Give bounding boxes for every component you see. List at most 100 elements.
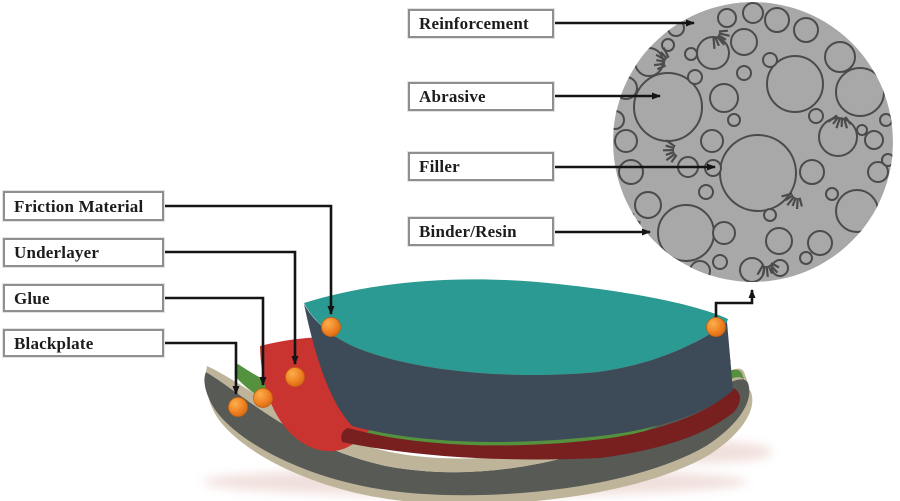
micrograph-particle xyxy=(717,8,737,28)
connector-blackplate xyxy=(163,341,240,395)
micrograph-fiber-hatch xyxy=(718,32,730,37)
dot-micrograph xyxy=(706,317,726,337)
micrograph xyxy=(613,2,893,282)
label-reinforcement: Reinforcement xyxy=(408,9,554,38)
micrograph-fiber-hatch xyxy=(835,117,842,129)
dot-friction-material xyxy=(321,317,341,337)
connector-glue xyxy=(163,296,267,386)
label-glue: Glue xyxy=(3,284,164,312)
micrograph-fiber-hatch xyxy=(622,212,635,216)
micrograph-particle xyxy=(867,161,889,183)
micrograph-fiber-hatch xyxy=(662,47,670,59)
micrograph-fiber-hatch xyxy=(796,197,799,210)
micrograph-fiber-hatch xyxy=(655,53,667,62)
connector-underlayer xyxy=(163,250,299,365)
micrograph-particle xyxy=(614,129,638,153)
micrograph-particle xyxy=(657,204,715,262)
label-friction-material: Friction Material xyxy=(3,191,164,221)
micrograph-particle xyxy=(634,47,664,77)
micrograph-fiber-hatch xyxy=(665,139,676,148)
micrograph-fiber-hatch xyxy=(855,240,867,247)
micrograph-fiber-hatch xyxy=(765,265,769,278)
micrograph-particle xyxy=(835,67,885,117)
micrograph-particle xyxy=(764,7,790,33)
micrograph-particle xyxy=(835,189,879,233)
micrograph-particle xyxy=(825,187,839,201)
micrograph-fiber-hatch xyxy=(665,144,675,150)
layer-friction-side xyxy=(304,304,733,442)
micrograph-fiber-hatch xyxy=(670,154,678,163)
micrograph-fiber-hatch xyxy=(653,62,666,67)
micrograph-particle xyxy=(700,129,724,153)
micrograph-fiber-hatch xyxy=(714,37,720,47)
micrograph-fiber-hatch xyxy=(637,220,641,230)
layer-underlayer-shaded-edge xyxy=(341,388,740,460)
micrograph-fiber-hatch xyxy=(624,217,636,225)
micrograph-fiber-hatch xyxy=(659,51,668,60)
label-friction-material-text: Friction Material xyxy=(14,196,144,216)
micrograph-particle xyxy=(712,254,728,270)
micrograph-particle xyxy=(727,113,741,127)
micrograph-fiber-hatch xyxy=(842,117,849,129)
micrograph-fiber-hatch xyxy=(761,265,766,275)
micrograph-fiber-hatch xyxy=(844,116,852,125)
micrograph-particle xyxy=(618,159,644,185)
micrograph-particle xyxy=(799,251,813,265)
micrograph-particle xyxy=(765,227,793,255)
label-blackplate: Blackplate xyxy=(3,329,164,357)
micrograph-particle xyxy=(712,221,736,245)
micrograph-particle xyxy=(793,17,819,43)
micrograph-particle xyxy=(856,124,868,136)
micrograph-particle xyxy=(709,83,739,113)
micrograph-particle xyxy=(684,47,698,61)
connector-micrograph xyxy=(714,289,756,318)
micrograph-fiber-hatch xyxy=(781,192,793,198)
micrograph-fiber-hatch xyxy=(656,59,666,63)
callout-connectors xyxy=(163,19,756,395)
micrograph-fiber-hatch xyxy=(798,197,803,207)
label-reinforcement-text: Reinforcement xyxy=(419,14,529,33)
micrograph-particle xyxy=(742,2,764,24)
micrograph-particle xyxy=(730,28,758,56)
label-filler: Filler xyxy=(408,152,554,181)
micrograph-fiber-hatch xyxy=(767,265,774,275)
micrograph-particle xyxy=(808,108,824,124)
micrograph-fiber-hatch xyxy=(786,196,796,206)
label-filler-text: Filler xyxy=(419,157,460,176)
micrograph-particle xyxy=(824,41,856,73)
micrograph-fiber-hatch xyxy=(718,29,728,33)
micrograph-fiber-hatch xyxy=(784,194,794,202)
micrograph-particle xyxy=(634,191,662,219)
micrograph-fiber-hatch xyxy=(832,116,840,125)
label-underlayer: Underlayer xyxy=(3,238,164,267)
micrograph-fiber-hatch xyxy=(850,245,856,255)
micrograph-fiber-hatch xyxy=(712,37,716,50)
micrograph-fiber-hatch xyxy=(665,150,675,156)
micrograph-fiber-hatch xyxy=(756,264,764,276)
micrograph-fiber-hatch xyxy=(770,262,780,269)
micrograph-fiber-hatch xyxy=(827,114,838,123)
micrograph-particle xyxy=(613,110,625,130)
micrograph-particle xyxy=(807,230,833,256)
label-binder-resin: Binder/Resin xyxy=(408,217,554,246)
micrograph-particle xyxy=(698,184,714,200)
connector-friction-material xyxy=(163,204,335,315)
micrograph-particle xyxy=(864,130,884,150)
micrograph-particle xyxy=(687,69,703,85)
micrograph-fiber-hatch xyxy=(717,34,727,41)
micrograph-fiber-hatch xyxy=(632,220,639,232)
micrograph-fiber-hatch xyxy=(852,244,861,255)
micrograph-particle xyxy=(881,153,893,167)
dot-glue xyxy=(253,388,273,408)
micrograph-fiber-hatch xyxy=(625,215,635,220)
layer-friction-top xyxy=(304,279,728,376)
label-blackplate-text: Blackplate xyxy=(14,333,94,353)
micrograph-particles xyxy=(613,2,893,282)
micrograph-fiber-hatch xyxy=(854,242,863,250)
micrograph-fiber-hatch xyxy=(656,64,667,71)
dot-blackplate xyxy=(228,397,248,417)
label-abrasive-text: Abrasive xyxy=(419,87,486,106)
micrograph-fiber-hatch xyxy=(791,197,797,207)
micrograph-fiber-hatch xyxy=(665,152,676,162)
